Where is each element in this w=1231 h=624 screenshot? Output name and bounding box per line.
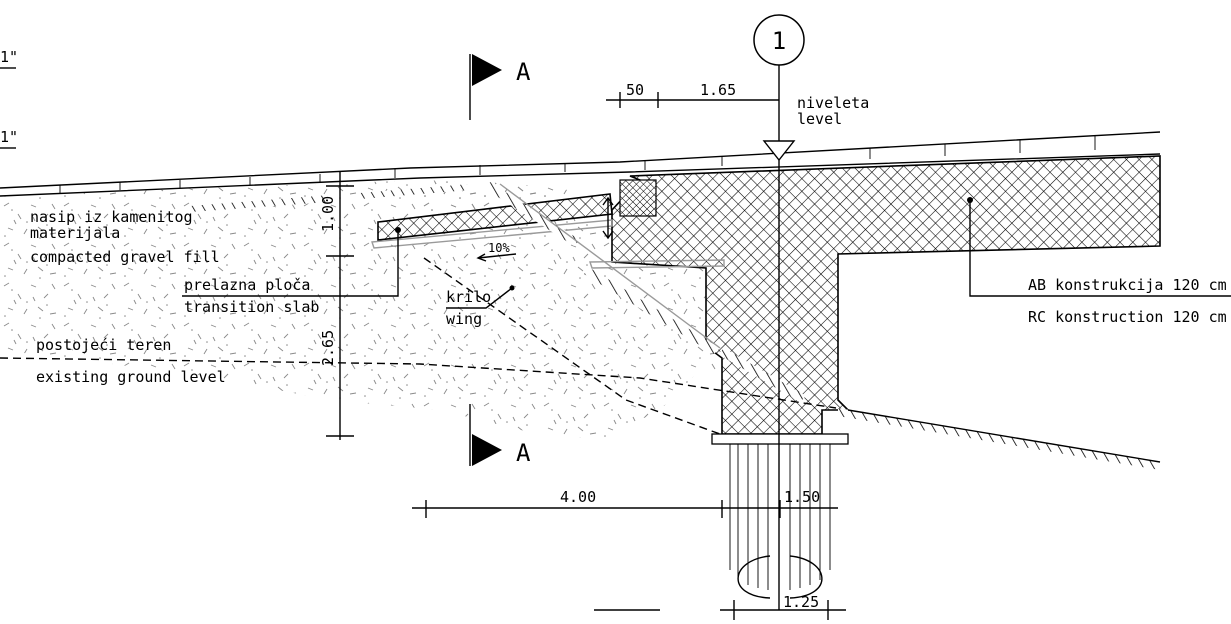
dim-vertical (326, 172, 354, 440)
dim-bottom (412, 500, 838, 518)
approach-shelf (589, 259, 725, 269)
level-triangle (762, 140, 796, 162)
axis-number: 1 (772, 27, 786, 55)
dim-100: 1.00 (319, 196, 337, 232)
wing-label-en: wing (446, 310, 482, 328)
dim-165: 1.65 (700, 81, 736, 99)
svg-text:A: A (516, 58, 531, 86)
pile-end-arc (737, 555, 771, 599)
slope-hatch-lower (584, 268, 720, 354)
backwall-block (619, 179, 657, 217)
section-marker-bottom: A (469, 404, 531, 467)
ground-hatch-right (838, 408, 1160, 470)
wing-label: krilo (446, 288, 491, 306)
pile-end-arc-right (789, 555, 823, 599)
wing-leader (446, 287, 513, 309)
ground-label: postojeći teren (36, 336, 171, 354)
ground-line-right (847, 409, 1161, 463)
gravel-fill-area (0, 180, 720, 440)
level-label: niveleta (797, 94, 869, 112)
road-ticks (59, 136, 1096, 193)
svg-text:A: A (516, 439, 531, 467)
ground-label-en: existing ground level (36, 368, 226, 386)
structure-leader (969, 200, 1231, 297)
structure-label: AB konstrukcija 120 cm (1028, 276, 1227, 294)
slab-label: prelazna ploča (184, 276, 310, 294)
left-mark-1: 1" (0, 48, 18, 66)
slab-label-en: transition slab (184, 298, 319, 316)
fill-label-2: materijala (30, 224, 120, 242)
fill-label-en: compacted gravel fill (30, 248, 220, 266)
slope-hatch-upper (484, 182, 580, 246)
level-label-en: level (797, 110, 842, 128)
dim-top (606, 92, 779, 108)
dim-150: 1.50 (784, 488, 820, 506)
footing (711, 433, 849, 445)
slope-label: 10% (488, 241, 510, 255)
wing-edge (423, 257, 721, 435)
fill-top-hatch-2 (360, 184, 470, 199)
dim-50: 50 (626, 81, 644, 99)
piles (729, 444, 831, 590)
slope-hatch-abutment (718, 348, 806, 402)
fill-label-1: nasip iz kamenitog (30, 208, 193, 226)
slab-leader (182, 232, 399, 297)
road-surface-bottom (0, 153, 1161, 197)
slope-arrow (476, 253, 517, 262)
structure-leader-dot (967, 197, 973, 203)
road-surface-top (0, 131, 1161, 189)
dim-265: 2.65 (319, 330, 337, 366)
dim-400: 4.00 (560, 488, 596, 506)
dowel (602, 196, 614, 240)
transition-slab (377, 193, 613, 241)
dim-pile (594, 600, 846, 620)
existing-ground-line (0, 357, 837, 409)
fill-top-hatch (190, 195, 330, 212)
left-mark-2: 1" (0, 128, 18, 146)
section-marker-top: A (469, 54, 531, 120)
structure-label-en: RC konstruction 120 cm (1028, 308, 1227, 326)
dim-125: 1.25 (783, 593, 819, 611)
slope-line-gray (499, 183, 721, 349)
slab-leader-dot (395, 227, 401, 233)
wing-leader-dot (509, 285, 515, 291)
transition-slab-base (371, 219, 613, 249)
